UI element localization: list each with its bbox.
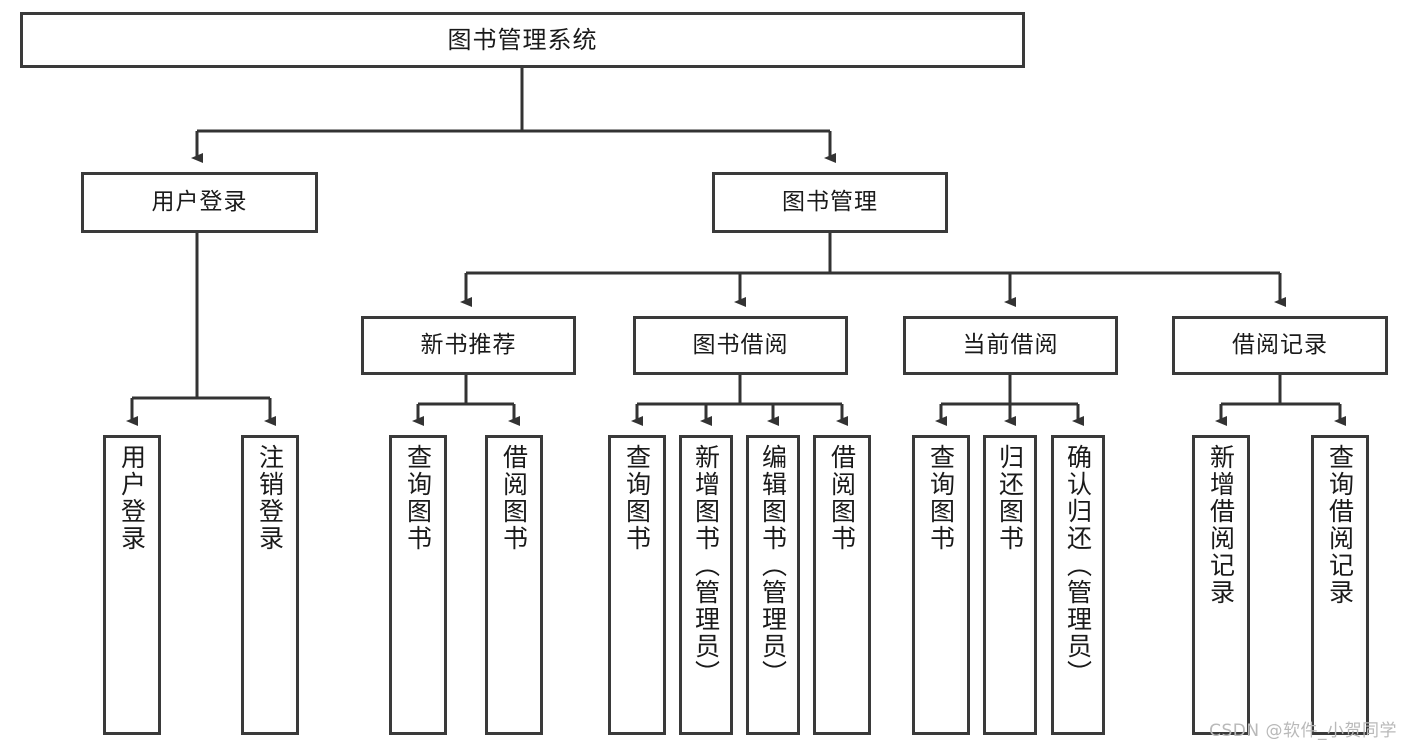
- leaf-borrow-book-borrow[interactable]: 借阅图书: [813, 435, 871, 735]
- node-borrow-record[interactable]: 借阅记录: [1172, 316, 1388, 375]
- leaf-edit-book[interactable]: 编辑图书（管理员）: [746, 435, 800, 735]
- node-label: 归还图书: [995, 444, 1025, 552]
- leaf-logout[interactable]: 注销登录: [241, 435, 299, 735]
- node-label: 查询借阅记录: [1325, 444, 1355, 606]
- node-label: 新增图书（管理员）: [691, 444, 721, 687]
- node-label: 用户登录: [117, 444, 147, 552]
- node-label: 图书管理: [782, 188, 878, 215]
- node-label: 确认归还（管理员）: [1063, 444, 1093, 687]
- node-book-borrow[interactable]: 图书借阅: [633, 316, 848, 375]
- node-book-management[interactable]: 图书管理: [712, 172, 948, 233]
- leaf-query-book-recommend[interactable]: 查询图书: [389, 435, 447, 735]
- csdn-watermark: CSDN @软件_小贺同学: [1209, 721, 1397, 741]
- node-label: 新书推荐: [420, 331, 517, 358]
- node-label: 用户登录: [151, 188, 248, 215]
- leaf-user-login[interactable]: 用户登录: [103, 435, 161, 735]
- node-label: 图书管理系统: [447, 25, 598, 54]
- leaf-query-book-current[interactable]: 查询图书: [912, 435, 970, 735]
- node-label: 当前借阅: [962, 331, 1059, 358]
- node-label: 新增借阅记录: [1206, 444, 1236, 606]
- node-label: 借阅图书: [827, 444, 857, 552]
- node-root-book-management-system[interactable]: 图书管理系统: [20, 12, 1025, 68]
- leaf-query-borrow-record[interactable]: 查询借阅记录: [1311, 435, 1369, 735]
- node-new-book-recommend[interactable]: 新书推荐: [361, 316, 576, 375]
- leaf-query-book-borrow[interactable]: 查询图书: [608, 435, 666, 735]
- node-label: 图书借阅: [692, 331, 789, 358]
- node-label: 编辑图书（管理员）: [758, 444, 788, 687]
- leaf-add-book[interactable]: 新增图书（管理员）: [679, 435, 733, 735]
- leaf-return-book[interactable]: 归还图书: [983, 435, 1037, 735]
- node-label: 借阅图书: [499, 444, 529, 552]
- node-label: 注销登录: [255, 444, 285, 552]
- node-label: 查询图书: [622, 444, 652, 552]
- node-label: 借阅记录: [1232, 331, 1328, 358]
- node-user-login[interactable]: 用户登录: [81, 172, 318, 233]
- leaf-add-borrow-record[interactable]: 新增借阅记录: [1192, 435, 1250, 735]
- node-label: 查询图书: [403, 444, 433, 552]
- leaf-confirm-return[interactable]: 确认归还（管理员）: [1051, 435, 1105, 735]
- node-label: 查询图书: [926, 444, 956, 552]
- node-current-borrow[interactable]: 当前借阅: [903, 316, 1118, 375]
- leaf-borrow-book-recommend[interactable]: 借阅图书: [485, 435, 543, 735]
